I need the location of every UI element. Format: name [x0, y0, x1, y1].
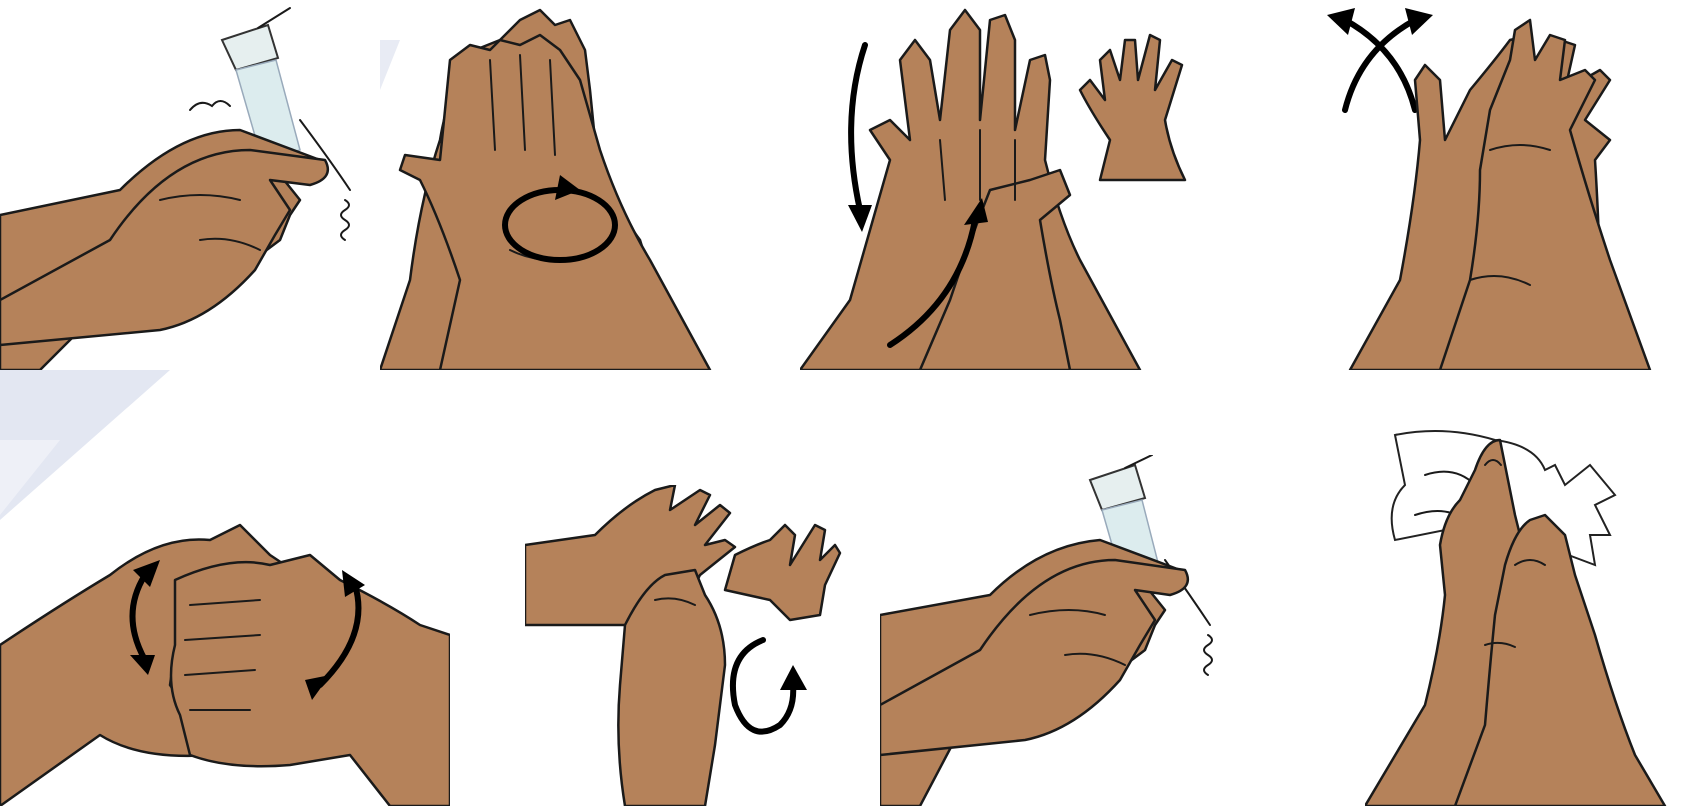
step-3-back-of-hands	[800, 0, 1230, 370]
dry-hands-illustration	[1365, 425, 1694, 806]
thumb-rub-hands-icon	[525, 485, 735, 806]
interlocked-hands-illustration	[0, 515, 450, 806]
step-4-interlaced-fingers	[1320, 0, 1694, 370]
step-8-dry-hands	[1365, 425, 1694, 806]
step-1-wet-hands	[0, 0, 380, 370]
circular-arrow-icon	[733, 640, 807, 732]
small-hands-icon	[1080, 35, 1185, 180]
hands-icon	[880, 540, 1188, 806]
step-2-palm-to-palm	[380, 0, 720, 370]
step-6-thumb-rub	[525, 485, 875, 806]
hands-icon	[1350, 20, 1650, 370]
hands-icon	[800, 10, 1140, 370]
step-7-rinse-hands	[880, 455, 1240, 806]
step-5-interlocked-hands	[0, 515, 450, 806]
interlaced-fingers-illustration	[1320, 0, 1694, 370]
interlocked-hands-icon	[0, 525, 450, 806]
hands-icon	[0, 130, 328, 370]
back-of-hands-illustration	[800, 0, 1230, 370]
wet-hands-illustration	[0, 0, 380, 370]
palm-to-palm-illustration	[380, 0, 720, 370]
thumb-rub-illustration	[525, 485, 875, 806]
down-arrow-icon	[848, 45, 872, 232]
rinse-hands-illustration	[880, 455, 1240, 806]
small-hands-icon	[725, 525, 840, 620]
